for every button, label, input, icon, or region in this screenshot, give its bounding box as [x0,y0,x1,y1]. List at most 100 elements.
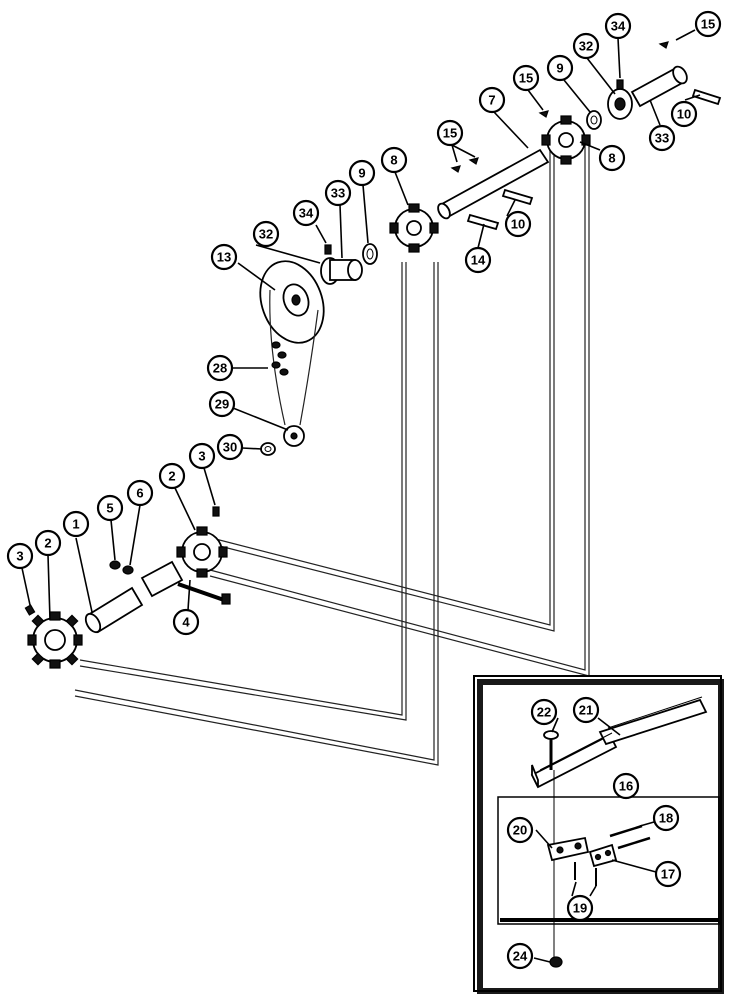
svg-text:8: 8 [608,151,615,166]
svg-text:33: 33 [655,131,669,146]
stub-shaft [630,65,688,108]
leader-lines [21,29,701,963]
svg-text:7: 7 [488,93,495,108]
callout-33: 33 [648,124,676,152]
callout-9: 9 [348,159,376,187]
upper-sprocket-left [389,203,439,253]
svg-text:5: 5 [106,501,113,516]
callout-33: 33 [324,179,352,207]
callout-1: 1 [62,510,90,538]
tube-spacer [84,586,144,634]
svg-text:17: 17 [661,867,675,882]
callout-14: 14 [464,246,492,274]
callout-10: 10 [504,210,532,238]
washer-left [362,243,378,265]
callout-21: 21 [572,696,600,724]
svg-text:4: 4 [182,615,190,630]
conveyor-chain-loops [74,140,590,766]
callout-8: 8 [598,144,626,172]
lock-nut [549,956,563,968]
svg-text:33: 33 [331,186,345,201]
lower-sprocket-right [176,526,228,578]
svg-text:3: 3 [198,449,205,464]
callout-2: 2 [158,462,186,490]
callout-22: 22 [530,698,558,726]
svg-text:29: 29 [215,397,229,412]
svg-text:14: 14 [471,253,486,268]
cotter-pins [574,862,597,886]
callout-6: 6 [126,479,154,507]
drive-sprocket-large [259,260,325,344]
callout-32: 32 [252,220,280,248]
svg-text:15: 15 [701,17,715,32]
hex-shaft [437,148,550,220]
link-pins [609,824,651,850]
svg-text:3: 3 [16,549,23,564]
woodruff-keys [450,41,669,173]
callout-18: 18 [652,804,680,832]
callout-2: 2 [34,529,62,557]
nut-and-washer [109,560,134,575]
callouts: 1 2 2 3 3 4 5 6 7 8 8 9 9 10 10 13 14 15… [6,10,722,970]
callout-16: 16 [612,772,640,800]
callout-28: 28 [206,354,234,382]
callout-15: 15 [512,64,540,92]
chain-guide-channels [530,696,708,789]
driven-sprocket-small [283,425,305,447]
callout-13: 13 [210,243,238,271]
upper-sprocket-right [541,115,591,165]
inset-box [473,675,724,994]
svg-text:32: 32 [579,39,593,54]
svg-text:34: 34 [611,19,626,34]
carriage-bolt [543,730,559,960]
set-screw-left [24,604,36,616]
set-screw-right [212,506,220,517]
washer-right [586,110,602,130]
svg-text:30: 30 [223,440,237,455]
callout-29: 29 [208,390,236,418]
svg-text:13: 13 [217,250,231,265]
callout-34: 34 [604,12,632,40]
svg-text:28: 28 [213,361,227,376]
svg-text:32: 32 [259,227,273,242]
svg-text:9: 9 [556,61,563,76]
callout-15: 15 [436,119,464,147]
svg-text:2: 2 [44,536,51,551]
svg-text:24: 24 [513,949,528,964]
callout-19: 19 [566,894,594,922]
svg-text:1: 1 [72,517,79,532]
svg-text:15: 15 [519,71,533,86]
svg-text:15: 15 [443,126,457,141]
svg-text:2: 2 [168,469,175,484]
svg-text:18: 18 [659,811,673,826]
drive-chain [269,289,319,426]
svg-text:10: 10 [677,107,691,122]
svg-text:20: 20 [513,823,527,838]
bearing-left [320,244,363,285]
callout-9: 9 [546,54,574,82]
chain-link-inner [588,843,618,868]
callout-3: 3 [188,442,216,470]
callout-4: 4 [172,608,200,636]
tube-spacer-2 [140,560,184,598]
svg-text:6: 6 [136,486,143,501]
callout-15: 15 [694,10,722,38]
callout-32: 32 [572,32,600,60]
svg-text:9: 9 [358,166,365,181]
callout-10: 10 [670,100,698,128]
svg-text:10: 10 [511,217,525,232]
chain-link-outer [546,836,590,862]
callout-20: 20 [506,816,534,844]
svg-text:8: 8 [390,153,397,168]
washer-small [260,442,276,456]
callout-8: 8 [380,146,408,174]
svg-text:16: 16 [619,779,633,794]
bolt [177,582,231,605]
bearing-right [607,79,633,120]
callout-7: 7 [478,86,506,114]
callout-17: 17 [654,860,682,888]
callout-30: 30 [216,433,244,461]
callout-3: 3 [6,542,34,570]
svg-text:34: 34 [299,206,314,221]
